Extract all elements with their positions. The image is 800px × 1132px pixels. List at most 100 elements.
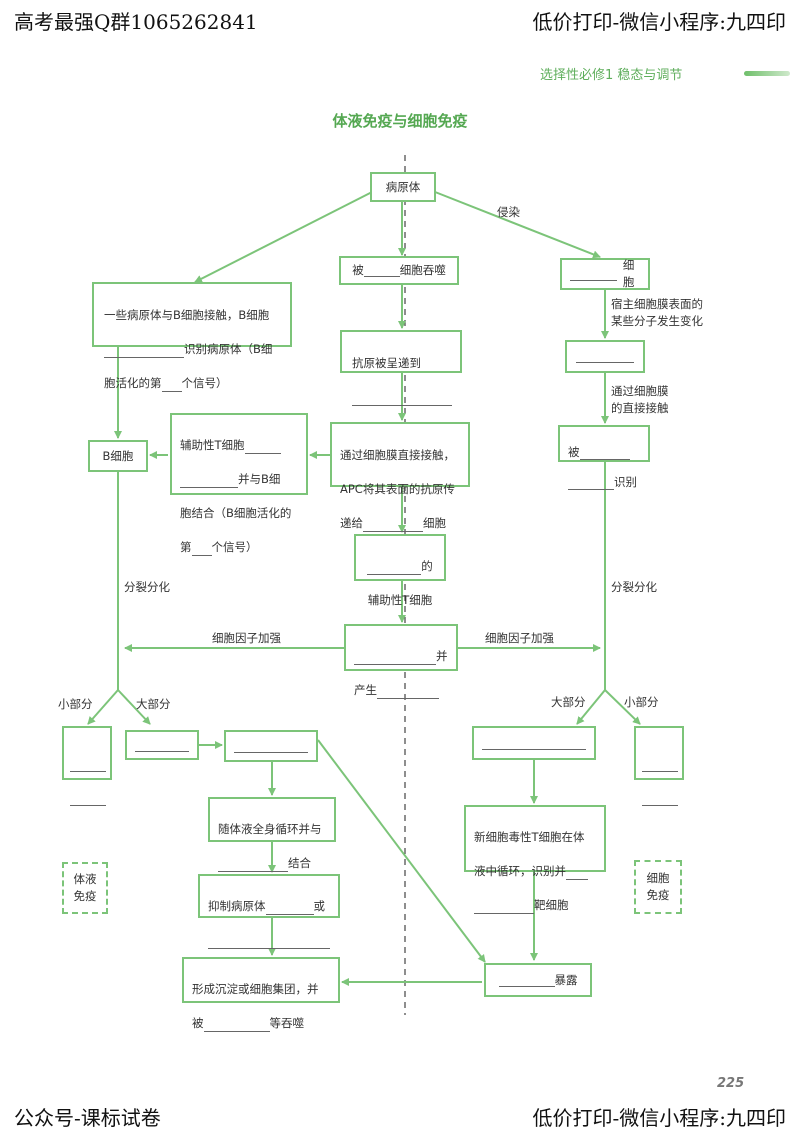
antibody-node: [224, 730, 318, 762]
blank: [363, 519, 423, 532]
small-left-label: 小部分: [58, 697, 93, 711]
blank: [566, 867, 588, 880]
cytokine-left-label: 细胞因子加强: [212, 631, 281, 645]
blank: [218, 859, 288, 872]
blank: [180, 475, 238, 488]
b-contact-line-2: 识别病原体（B细: [184, 342, 273, 356]
section-tag-bar: [744, 71, 790, 76]
blank: [265, 902, 314, 915]
apc-line-2: APC将其表面的抗原传: [340, 482, 455, 496]
blank: [568, 477, 614, 490]
blank: [579, 447, 630, 460]
blank: [570, 268, 618, 281]
circulate-line-1: 随体液全身循环并与: [218, 822, 322, 836]
inhibit-text-a: 抑制病原体: [208, 899, 266, 913]
blank: [70, 759, 106, 772]
page-number: 225: [717, 1076, 745, 1091]
large-right-label: 大部分: [551, 695, 586, 709]
helper-bind-line-3: 胞结合（B细胞活化的: [180, 506, 292, 520]
blank: [642, 793, 678, 806]
small-right-label: 小部分: [624, 695, 659, 709]
circulate-line-2: 结合: [288, 856, 311, 870]
header-top-left: 高考最强Q群1065262841: [14, 10, 258, 34]
cytokine-node: 并 产生: [344, 624, 458, 699]
blank: [377, 686, 439, 699]
cytokine-right-label: 细胞因子加强: [485, 631, 554, 645]
inhibit-text-b: 或: [313, 899, 326, 913]
engulfed-node: 被 细胞吞噬: [339, 256, 459, 285]
memory-t-node: [634, 726, 684, 806]
cytotoxic-node: 新细胞毒性T细胞在体 液中循环，识别并 靶细胞: [464, 805, 606, 914]
blank: [352, 393, 452, 406]
precipitate-line-1: 形成沉淀或细胞集团，并: [192, 982, 319, 996]
blank: [234, 740, 308, 753]
b-contact-node: 一些病原体与B细胞接触，B细胞 识别病原体（B细 胞活化的第 个信号）: [92, 282, 292, 392]
helper-t-node: 的 辅助性T细胞: [354, 534, 446, 607]
divide-left-label: 分裂分化: [124, 580, 170, 594]
cellular-immunity-label: 细胞 免疫: [634, 860, 682, 914]
humoral-immunity-label: 体液 免疫: [62, 862, 108, 914]
blank: [576, 350, 634, 363]
blank: [367, 562, 422, 575]
engulfed-text-a: 被: [352, 263, 364, 277]
precipitate-node: 形成沉淀或细胞集团，并 被 等吞噬: [182, 957, 340, 1032]
membrane-change-node: [565, 340, 645, 373]
b-contact-line-3a: 胞活化的第: [104, 376, 162, 390]
cytotoxic-line-2: 液中循环，识别并: [474, 864, 566, 878]
apc-line-3b: 细胞: [423, 516, 446, 530]
pathogen-node: 病原体: [370, 172, 436, 202]
b-contact-line-3b: 个信号）: [181, 376, 228, 390]
plasma-cell-node: [125, 730, 199, 760]
footer-bottom-right: 低价打印-微信小程序:九四印: [532, 1106, 787, 1130]
cytokine-text-a: 并: [436, 649, 448, 663]
apc-line-1: 通过细胞膜直接接触，: [340, 448, 455, 462]
footer-bottom-left: 公众号-课标试卷: [14, 1106, 161, 1130]
exposed-text: 暴露: [554, 972, 578, 987]
apc-node: 通过细胞膜直接接触， APC将其表面的抗原传 递给细胞: [330, 422, 470, 532]
blank: [208, 936, 330, 949]
b-contact-line-1: 一些病原体与B细胞接触，B细胞: [104, 308, 270, 322]
blank: [363, 264, 400, 277]
antigen-presented-node: 抗原被呈递到: [340, 330, 462, 406]
circulate-node: 随体液全身循环并与 结合: [208, 797, 336, 872]
blank: [354, 652, 436, 665]
engulfed-text-b: 细胞吞噬: [399, 263, 446, 277]
infected-text: 细胞: [622, 258, 635, 289]
diagram-title: 体液免疫与细胞免疫: [332, 112, 468, 130]
header-top-right: 低价打印-微信小程序:九四印: [532, 10, 787, 34]
blank: [135, 739, 189, 752]
antigen-presented-text: 抗原被呈递到: [352, 356, 421, 370]
inhibit-node: 抑制病原体 或: [198, 874, 340, 949]
helper-bind-line-1: 辅助性T细胞: [180, 438, 245, 452]
infected-cell-node: 细胞: [560, 258, 650, 290]
direct-contact-label: 通过细胞膜 的直接接触: [611, 384, 669, 415]
large-left-label: 大部分: [136, 697, 171, 711]
recognized-node: 被 识别: [558, 425, 650, 490]
blank: [474, 901, 534, 914]
exposed-node: 暴露: [484, 963, 592, 997]
divide-right-label: 分裂分化: [611, 580, 657, 594]
helper-bind-node: 辅助性T细胞 并与B细 胞结合（B细胞活化的 第 个信号）: [170, 413, 308, 556]
recognized-text-a: 被: [568, 445, 580, 459]
cytokine-text-b: 产生: [354, 683, 377, 697]
helper-bind-line-2: 并与B细: [238, 472, 281, 486]
blank: [191, 543, 212, 556]
blank: [104, 345, 184, 358]
helper-t-text-a: 的: [421, 559, 433, 573]
blank: [161, 379, 182, 392]
recognized-text-b: 识别: [614, 475, 637, 489]
blank: [244, 441, 281, 454]
membrane-change-label: 宿主细胞膜表面的 某些分子发生变化: [611, 297, 703, 328]
helper-t-text-b: 辅助性T细胞: [367, 593, 433, 607]
precipitate-text-c: 等吞噬: [269, 1016, 305, 1030]
blank: [70, 793, 106, 806]
precipitate-text-b: 被: [192, 1016, 204, 1030]
section-tag: 选择性必修1 稳态与调节: [540, 68, 683, 83]
b-cell-node: B细胞: [88, 440, 148, 472]
blank: [482, 737, 586, 750]
helper-bind-line-4b: 个信号）: [211, 540, 258, 554]
blank: [203, 1019, 270, 1032]
helper-bind-line-4a: 第: [180, 540, 192, 554]
infect-label: 侵染: [497, 205, 520, 219]
